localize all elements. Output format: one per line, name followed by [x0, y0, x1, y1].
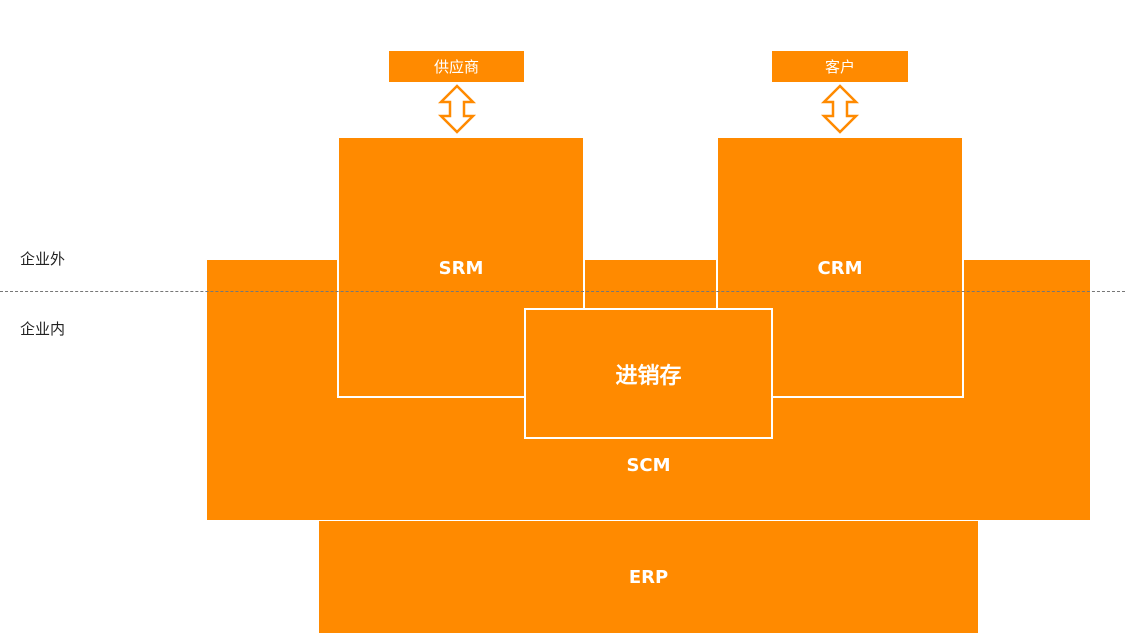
inventory-label: 进销存 [615, 363, 682, 389]
supplier-box: 供应商 [389, 51, 524, 82]
customer-box: 客户 [772, 51, 908, 82]
crm-label: CRM [817, 258, 863, 279]
srm-label: SRM [438, 258, 484, 279]
enterprise-boundary-line [0, 291, 1125, 292]
customer-link-icon [820, 84, 860, 134]
inventory-box: 进销存 [524, 308, 773, 439]
zone-label-outside: 企业外 [20, 250, 66, 268]
zone-label-inside: 企业内 [20, 320, 66, 338]
erp-label: ERP [628, 566, 669, 588]
supplier-link-icon [437, 84, 477, 134]
scm-label: SCM [626, 455, 671, 476]
erp-box: ERP [319, 521, 978, 633]
